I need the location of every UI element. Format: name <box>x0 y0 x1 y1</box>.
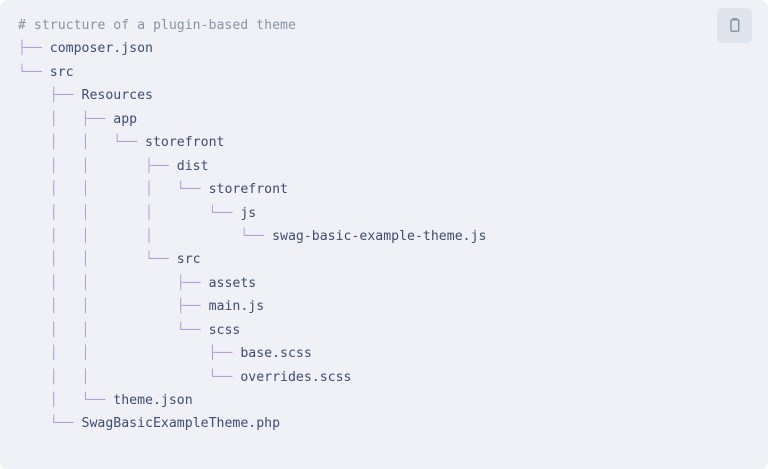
tree-branch-glyphs: └── <box>18 416 82 432</box>
tree-file-name: composer.json <box>49 41 153 57</box>
code-line: │ │ │ └── storefront <box>18 178 708 201</box>
tree-branch-glyphs: │ │ │ └── <box>18 205 241 221</box>
tree-branch-glyphs: │ ├── <box>18 111 114 127</box>
code-line: │ │ ├── assets <box>18 272 708 295</box>
tree-branch-glyphs: │ │ │ └── <box>18 228 273 244</box>
tree-branch-glyphs: │ │ ├── <box>18 299 209 315</box>
tree-file-name: base.scss <box>240 346 312 362</box>
tree-branch-glyphs: ├── <box>18 88 82 104</box>
code-line: ├── composer.json <box>18 37 708 60</box>
tree-directory-name: storefront <box>145 135 225 151</box>
code-line: └── src <box>18 61 708 84</box>
tree-directory-name: src <box>176 252 201 268</box>
code-line: ├── Resources <box>18 84 708 107</box>
code-line: │ │ │ └── js <box>18 202 708 225</box>
code-line: │ │ └── src <box>18 248 708 271</box>
tree-branch-glyphs: │ │ ├── <box>18 275 209 291</box>
code-comment: # structure of a plugin-based theme <box>18 18 296 33</box>
tree-directory-name: scss <box>208 322 241 338</box>
code-line: │ │ ├── base.scss <box>18 342 708 365</box>
tree-branch-glyphs: │ │ └── <box>18 322 209 338</box>
tree-directory-name: js <box>240 205 257 221</box>
code-line: │ │ └── storefront <box>18 131 708 154</box>
tree-directory-name: dist <box>176 158 209 174</box>
code-line: │ │ ├── main.js <box>18 295 708 318</box>
tree-directory-name: src <box>49 64 74 80</box>
code-line: │ │ └── overrides.scss <box>18 366 708 389</box>
tree-branch-glyphs: │ │ └── <box>18 369 241 385</box>
tree-directory-name: Resources <box>81 88 153 104</box>
tree-branch-glyphs: │ │ │ └── <box>18 182 209 198</box>
code-line: │ │ ├── dist <box>18 155 708 178</box>
clipboard-icon <box>726 17 743 34</box>
copy-to-clipboard-button[interactable] <box>717 8 752 43</box>
tree-branch-glyphs: └── <box>18 64 50 80</box>
code-line: │ │ │ └── swag-basic-example-theme.js <box>18 225 708 248</box>
tree-branch-glyphs: │ │ └── <box>18 252 177 268</box>
code-line: │ ├── app <box>18 108 708 131</box>
code-line: │ └── theme.json <box>18 389 708 412</box>
tree-file-name: main.js <box>208 299 265 315</box>
tree-directory-name: storefront <box>208 182 288 198</box>
tree-branch-glyphs: │ │ └── <box>18 135 146 151</box>
code-line: # structure of a plugin-based theme <box>18 14 708 37</box>
tree-branch-glyphs: │ │ ├── <box>18 158 177 174</box>
tree-directory-name: app <box>113 111 138 127</box>
directory-tree-listing: # structure of a plugin-based theme ├── c… <box>0 14 768 436</box>
tree-branch-glyphs: ├── <box>18 41 50 57</box>
tree-branch-glyphs: │ └── <box>18 393 114 408</box>
tree-directory-name: assets <box>208 275 257 291</box>
tree-file-name: SwagBasicExampleTheme.php <box>81 416 281 432</box>
tree-branch-glyphs: │ │ ├── <box>18 346 241 362</box>
code-line: │ │ └── scss <box>18 319 708 342</box>
tree-file-name: theme.json <box>113 393 193 408</box>
code-line: └── SwagBasicExampleTheme.php <box>18 412 708 435</box>
tree-file-name: swag-basic-example-theme.js <box>272 228 487 244</box>
tree-file-name: overrides.scss <box>240 369 352 385</box>
